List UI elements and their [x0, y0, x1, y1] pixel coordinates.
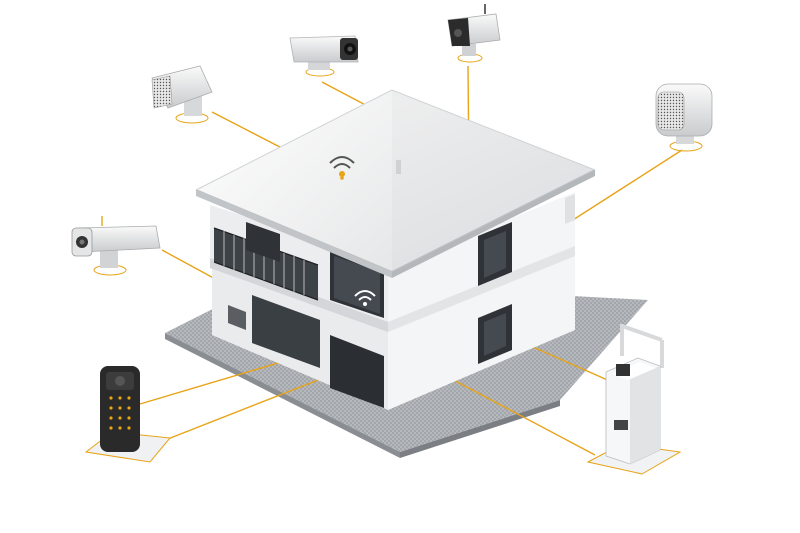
keypad-remote-icon [84, 366, 171, 463]
window-wifi-icon [354, 290, 376, 306]
house [195, 89, 596, 410]
motion-sensor-icon [151, 65, 213, 124]
cctv-camera-icon [289, 35, 359, 77]
boiler-icon [586, 324, 682, 475]
motion-sensor-icon [655, 83, 713, 152]
cctv-camera-icon [447, 4, 501, 63]
wifi-icon [329, 156, 355, 180]
cctv-camera-icon [71, 216, 161, 276]
